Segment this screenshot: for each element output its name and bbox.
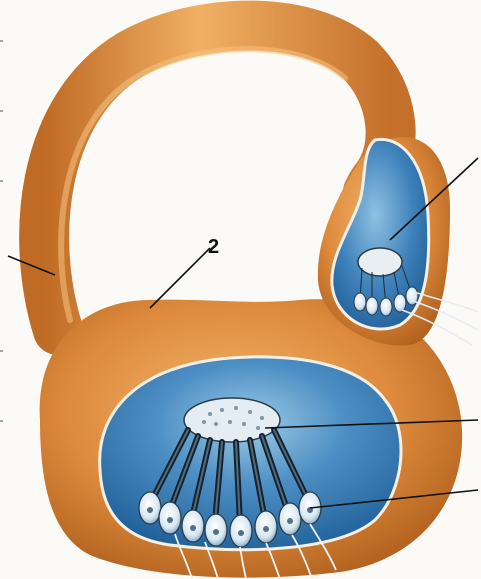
edge-marker <box>0 180 3 182</box>
label-2: 2 <box>208 236 219 259</box>
edge-marker <box>0 40 3 42</box>
edge-marker <box>0 350 3 352</box>
leader-line-2 <box>150 248 210 308</box>
edge-marker <box>0 420 3 422</box>
edge-marker <box>0 110 3 112</box>
